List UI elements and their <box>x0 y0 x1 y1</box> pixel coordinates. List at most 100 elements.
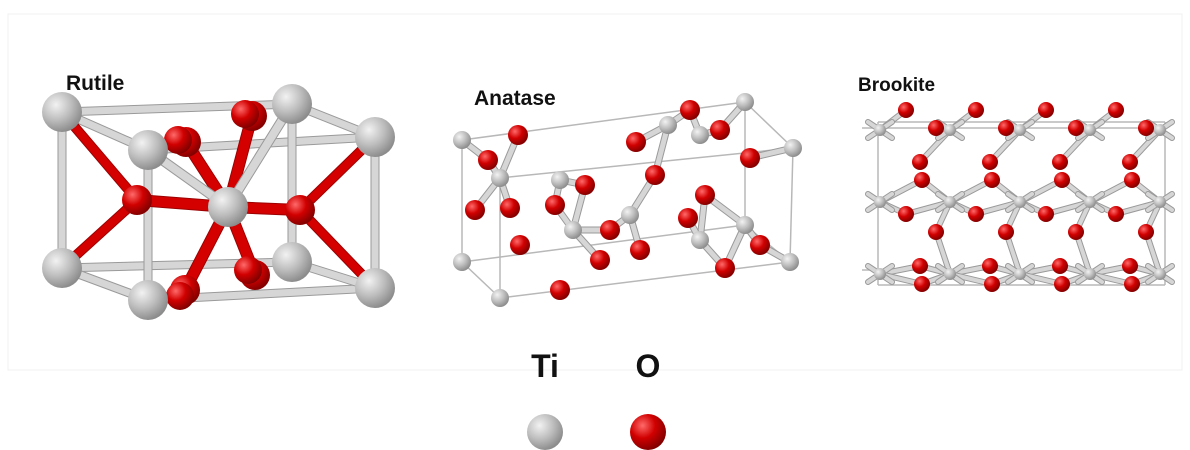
oxygen-atom <box>234 256 262 284</box>
titanium-atom <box>1154 196 1166 208</box>
titanium-atom <box>874 124 886 136</box>
oxygen-atom <box>1038 102 1054 118</box>
titanium-atom <box>944 268 956 280</box>
legend-swatch-o <box>630 414 666 450</box>
oxygen-atom <box>1108 102 1124 118</box>
rutile-atoms <box>42 84 395 320</box>
titanium-atom <box>621 206 639 224</box>
oxygen-atom <box>912 154 928 170</box>
titanium-atom <box>691 231 709 249</box>
oxygen-atom <box>122 185 152 215</box>
titanium-atom <box>42 248 82 288</box>
titanium-atom <box>1084 124 1096 136</box>
oxygen-atom <box>231 100 259 128</box>
oxygen-atom <box>982 154 998 170</box>
oxygen-atom <box>550 280 570 300</box>
oxygen-atom <box>968 102 984 118</box>
cell-edge <box>499 261 791 299</box>
bond <box>224 100 296 211</box>
oxygen-atom <box>1068 120 1084 136</box>
titanium-atom <box>1014 124 1026 136</box>
titanium-atom <box>1014 196 1026 208</box>
oxygen-atom <box>998 224 1014 240</box>
oxygen-atom <box>1052 154 1068 170</box>
titanium-atom <box>736 93 754 111</box>
brookite-atoms <box>862 102 1175 292</box>
oxygen-atom <box>968 206 984 222</box>
oxygen-atom <box>680 100 700 120</box>
legend-swatch-ti <box>527 414 563 450</box>
titanium-atom <box>1154 268 1166 280</box>
oxygen-atom <box>710 120 730 140</box>
titanium-atom <box>1084 268 1096 280</box>
titanium-atom <box>453 253 471 271</box>
oxygen-atom <box>645 165 665 185</box>
oxygen-atom <box>478 150 498 170</box>
rutile-label: Rutile <box>66 72 124 95</box>
oxygen-atom <box>740 148 760 168</box>
titanium-atom <box>355 268 395 308</box>
oxygen-atom <box>715 258 735 278</box>
cell-edge <box>789 147 794 263</box>
titanium-atom <box>564 221 582 239</box>
oxygen-atom <box>750 235 770 255</box>
titanium-atom <box>1084 196 1096 208</box>
anatase-structure: Anatase <box>453 87 802 307</box>
oxygen-atom <box>575 175 595 195</box>
oxygen-atom <box>914 172 930 188</box>
oxygen-atom <box>508 125 528 145</box>
oxygen-atom <box>545 195 565 215</box>
titanium-atom <box>1154 124 1166 136</box>
titanium-atom <box>491 169 509 187</box>
titanium-atom <box>355 117 395 157</box>
legend: Ti O <box>527 348 666 450</box>
oxygen-atom <box>285 195 315 225</box>
titanium-atom <box>272 242 312 282</box>
oxygen-atom <box>695 185 715 205</box>
oxygen-atom <box>626 132 646 152</box>
titanium-atom <box>1014 268 1026 280</box>
titanium-atom <box>551 171 569 189</box>
oxygen-atom <box>928 120 944 136</box>
oxygen-atom <box>1124 276 1140 292</box>
oxygen-atom <box>630 240 650 260</box>
oxygen-atom <box>465 200 485 220</box>
anatase-atoms <box>453 93 802 307</box>
oxygen-atom <box>1054 276 1070 292</box>
cell-edge <box>744 101 794 149</box>
oxygen-atom <box>898 206 914 222</box>
oxygen-atom <box>984 276 1000 292</box>
titanium-atom <box>874 268 886 280</box>
oxygen-atom <box>164 126 192 154</box>
oxygen-atom <box>1068 224 1084 240</box>
oxygen-atom <box>1054 172 1070 188</box>
titanium-atom <box>42 92 82 132</box>
brookite-structure: Brookite <box>858 75 1175 292</box>
titanium-atom <box>128 130 168 170</box>
oxygen-atom <box>984 172 1000 188</box>
oxygen-atom <box>998 120 1014 136</box>
titanium-atom <box>491 289 509 307</box>
oxygen-atom <box>1138 120 1154 136</box>
legend-label-o: O <box>636 348 661 384</box>
oxygen-atom <box>590 250 610 270</box>
anatase-label: Anatase <box>474 87 556 110</box>
titanium-atom <box>691 126 709 144</box>
rutile-structure: Rutile <box>42 72 395 320</box>
oxygen-atom <box>1038 206 1054 222</box>
titanium-atom <box>781 253 799 271</box>
oxygen-atom <box>898 102 914 118</box>
titanium-atom <box>944 196 956 208</box>
titanium-atom <box>874 196 886 208</box>
oxygen-atom <box>500 198 520 218</box>
titanium-atom <box>736 216 754 234</box>
oxygen-atom <box>1124 172 1140 188</box>
oxygen-atom <box>1138 224 1154 240</box>
titanium-atom <box>208 187 248 227</box>
oxygen-atom <box>166 282 194 310</box>
oxygen-atom <box>600 220 620 240</box>
titanium-atom <box>784 139 802 157</box>
titanium-atom <box>453 131 471 149</box>
oxygen-atom <box>1122 258 1138 274</box>
